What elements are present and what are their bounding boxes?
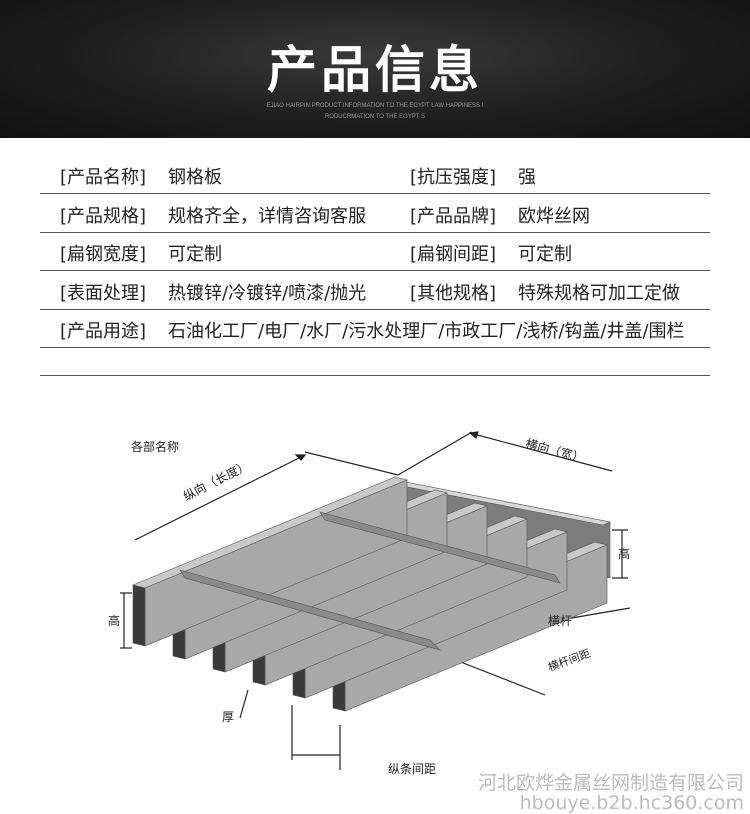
cross-bar xyxy=(179,569,442,651)
spec-key: [其他规格] xyxy=(410,283,497,304)
header-banner: 产品信息 EJIAO HAIRPIN PRODUCT INFORMATION T… xyxy=(0,0,750,138)
subtitle: EJIAO HAIRPIN PRODUCT INFORMATION TO THE… xyxy=(0,101,750,123)
spec-row: [表面处理] 热镀锌/冷镀锌/喷漆/抛光 [其他规格] 特殊规格可加工定做 xyxy=(40,271,710,310)
page-title: 产品信息 xyxy=(267,41,483,99)
thickness-label: 厚 xyxy=(222,710,235,724)
spec-value: 热镀锌/冷镀锌/喷漆/抛光 xyxy=(168,283,367,304)
spec-value: 可定制 xyxy=(168,244,222,265)
height-left-label: 高 xyxy=(108,614,121,628)
spec-key: [产品用途] xyxy=(60,321,147,342)
subtitle-line-1: EJIAO HAIRPIN PRODUCT INFORMATION TO THE… xyxy=(266,103,484,109)
bar-spacing-label: 纵条间距 xyxy=(388,762,437,776)
spec-value: 特殊规格可加工定做 xyxy=(518,283,680,304)
spec-key: [产品名称] xyxy=(60,167,147,188)
spec-row: [扁钢宽度] 可定制 [扁钢间距] 可定制 xyxy=(40,232,710,271)
spec-value: 欧烨丝网 xyxy=(518,206,590,227)
spec-row: [产品用途] 石油化工厂/电厂/水厂/污水处理厂/市政工厂/浅桥/钩盖/井盖/围栏 xyxy=(40,309,710,348)
divider xyxy=(40,375,710,376)
crossbar-label: 横杆 xyxy=(548,614,573,628)
spec-row: [产品名称] 钢格板 [抗压强度] 强 xyxy=(40,155,710,194)
spec-value: 钢格板 xyxy=(168,167,222,188)
bearing-bar-end xyxy=(132,584,146,647)
spec-value: 石油化工厂/电厂/水厂/污水处理厂/市政工厂/浅桥/钩盖/井盖/围栏 xyxy=(168,321,685,342)
spec-value: 规格齐全，详情咨询客服 xyxy=(168,206,366,227)
subtitle-line-2: RODUCRMATION TO THE EGYPT S xyxy=(324,114,426,120)
spec-key: [扁钢间距] xyxy=(410,244,497,265)
spec-value: 强 xyxy=(518,167,536,188)
spec-value: 可定制 xyxy=(518,244,572,265)
spec-key: [扁钢宽度] xyxy=(60,244,147,265)
cross-bar xyxy=(319,511,561,584)
watermark-company: 河北欧烨金属丝网制造有限公司 xyxy=(477,772,744,794)
spec-key: [抗压强度] xyxy=(410,167,497,188)
height-right-label: 高 xyxy=(618,547,631,561)
diagram-title: 各部名称 xyxy=(131,440,180,454)
spec-key: [产品品牌] xyxy=(410,206,497,227)
spec-row: [产品规格] 规格齐全，详情咨询客服 [产品品牌] 欧烨丝网 xyxy=(40,194,710,233)
watermark-url: hbouye.b2b.hc360.com xyxy=(519,792,744,814)
spec-key: [产品规格] xyxy=(60,206,147,227)
spec-key: [表面处理] xyxy=(60,283,147,304)
